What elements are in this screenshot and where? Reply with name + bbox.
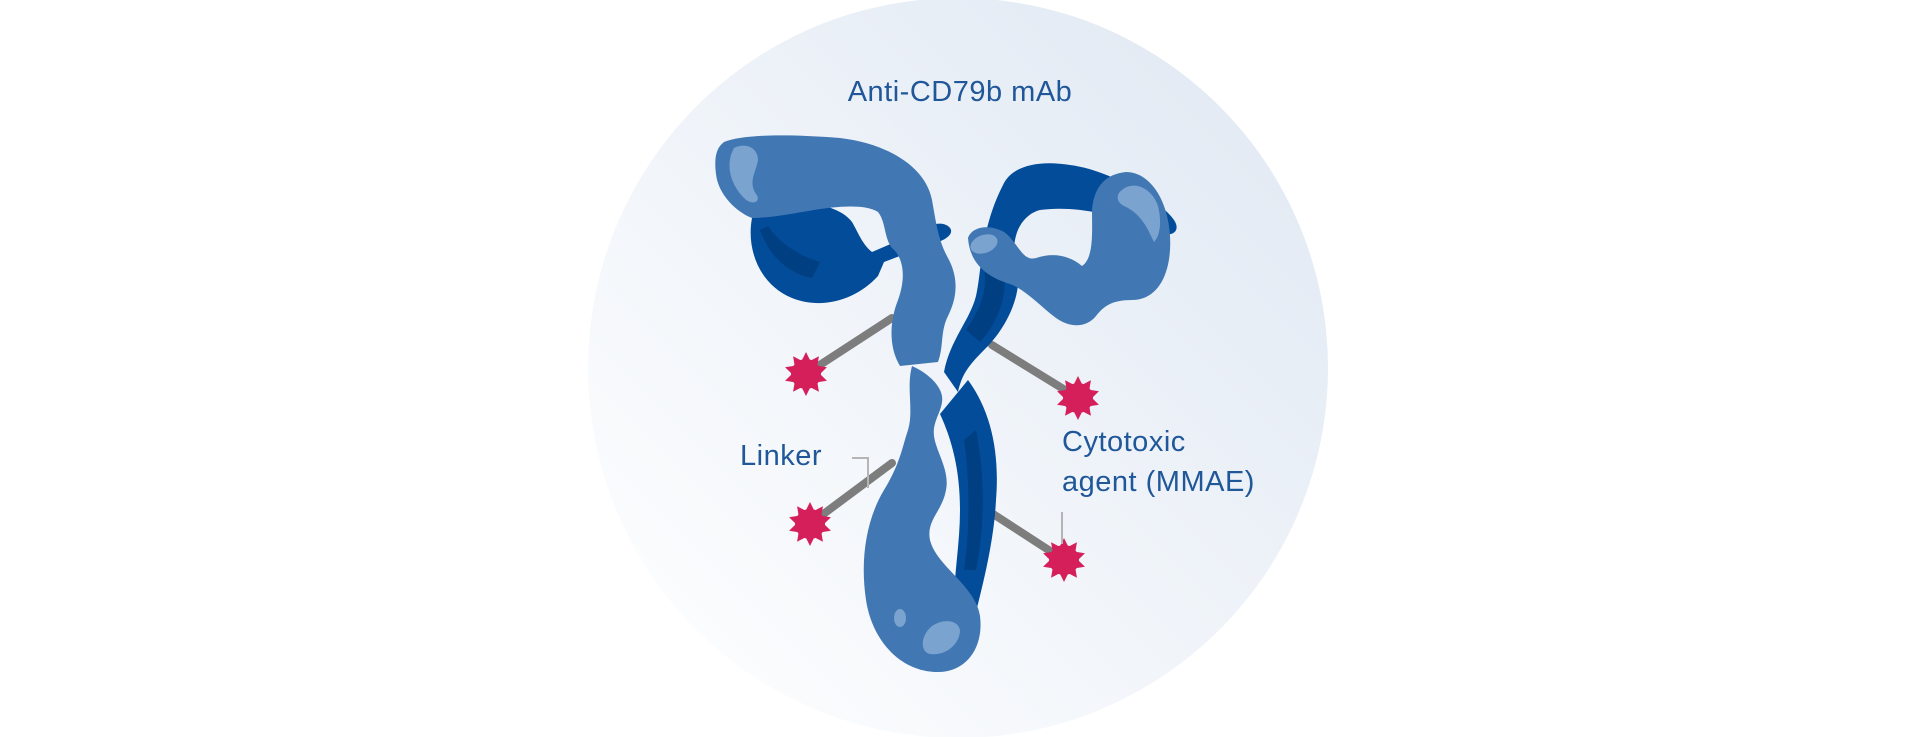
- linker-bar-upper-right: [988, 341, 1082, 402]
- payload-icon: [1057, 376, 1099, 420]
- antibody-title: Anti-CD79b mAb: [847, 76, 1073, 108]
- payload-core: [795, 509, 825, 539]
- payload-icon: [1043, 538, 1085, 582]
- payload-icon: [785, 352, 827, 396]
- linker-label: Linker: [740, 440, 822, 472]
- payload-core: [791, 359, 821, 389]
- cytotoxic-agent-label-line2: agent (MMAE): [1062, 466, 1255, 498]
- linker-bar-upper-left: [802, 314, 896, 378]
- payload-icon: [789, 502, 831, 546]
- payload-core: [1049, 545, 1079, 575]
- payload-core: [1063, 383, 1093, 413]
- linker-leader-line: [852, 457, 869, 488]
- linker-bar-lower-left: [806, 459, 896, 528]
- cytotoxic-agent-label: Cytotoxic agent (MMAE): [1062, 422, 1255, 502]
- cytotoxic-agent-label-line1: Cytotoxic: [1062, 426, 1186, 458]
- antibody-icon: [715, 135, 1177, 672]
